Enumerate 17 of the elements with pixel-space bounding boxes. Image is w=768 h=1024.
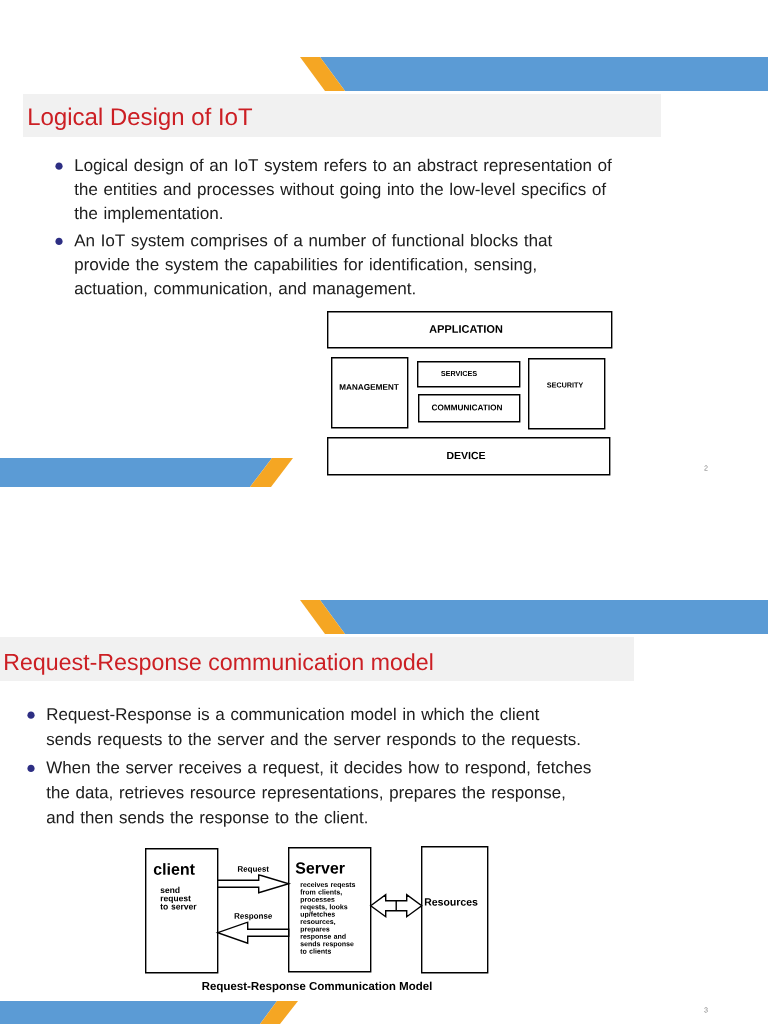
block-arrow: [215, 921, 290, 945]
block-box: MANAGEMENT: [331, 357, 409, 429]
bullet-text: When the server receives a request, it decides how to respond, fetches the data, retrieves resource representations, prepares the response, and then sends the response to the client.: [46, 760, 591, 827]
client-box: client send request to server: [145, 848, 219, 974]
block-arrow: [217, 873, 292, 894]
edge-label: Request: [236, 865, 270, 875]
resources-box: Resources: [421, 846, 489, 974]
block-box: DEVICE: [327, 437, 611, 476]
bullet-text: An IoT system comprises of a number of functional blocks that provide the system the capabilities for identification, sensing, actuation, communication, and management.: [74, 233, 553, 298]
edge-label: Response: [233, 912, 274, 922]
block-box: APPLICATION: [327, 311, 613, 349]
figure-caption: Request-Response Communication Model: [202, 981, 432, 993]
slide-title: Logical Design of IoT: [29, 107, 253, 130]
bullet-text: Logical design of an IoT system refers to an abstract representation of the entities and processes without going into the low-level specifics of the implementation.: [74, 158, 612, 223]
block-box: COMMUNICATION: [418, 394, 521, 423]
bullet-text: Request-Response is a communication model in which the client sends requests to the server and the server responds to the requests.: [46, 707, 580, 749]
slide-title: Request-Response communication model: [5, 653, 433, 675]
